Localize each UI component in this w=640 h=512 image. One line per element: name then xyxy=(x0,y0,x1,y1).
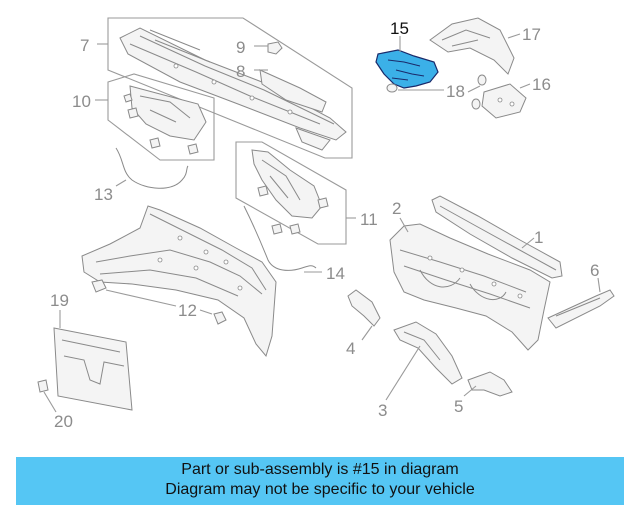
part-10-dash-reinforcement[interactable] xyxy=(107,73,215,161)
part-4-bracket[interactable] xyxy=(347,289,381,327)
part-18-grommet[interactable] xyxy=(386,74,487,110)
part-3-reinforcement[interactable] xyxy=(393,321,463,385)
part-9-clip[interactable] xyxy=(267,41,283,55)
part-11-panel[interactable] xyxy=(235,141,347,245)
callout-15[interactable]: 15 xyxy=(390,19,409,38)
banner-line-1: Part or sub-assembly is #15 in diagram xyxy=(181,461,459,478)
callout-11[interactable]: 11 xyxy=(360,210,378,229)
part-dash-panel-left[interactable] xyxy=(81,205,277,358)
part-15-fill xyxy=(375,49,439,89)
callout-13[interactable]: 13 xyxy=(94,185,113,204)
part-17-bracket[interactable] xyxy=(429,17,515,75)
callout-20[interactable]: 20 xyxy=(54,412,73,431)
part-13-hose[interactable] xyxy=(115,147,189,189)
callout-2[interactable]: 2 xyxy=(392,199,401,218)
callout-1[interactable]: 1 xyxy=(534,228,543,247)
callout-19[interactable]: 19 xyxy=(50,291,69,310)
callout-12[interactable]: 12 xyxy=(178,301,197,320)
part-12-clip[interactable] xyxy=(91,279,227,325)
parts-diagram: 7 9 8 10 13 11 14 xyxy=(37,17,615,431)
part-5-bracket[interactable] xyxy=(467,371,513,397)
callout-18[interactable]: 18 xyxy=(446,82,465,101)
part-19-insulator[interactable] xyxy=(53,327,133,411)
callout-14[interactable]: 14 xyxy=(326,264,345,283)
part-14-hose[interactable] xyxy=(243,205,317,271)
callout-5[interactable]: 5 xyxy=(454,397,463,416)
callout-6[interactable]: 6 xyxy=(590,261,599,280)
part-15-highlighted[interactable] xyxy=(375,49,439,89)
part-7-cowl-top-panel[interactable] xyxy=(107,17,353,159)
callout-7[interactable]: 7 xyxy=(80,36,89,55)
callout-3[interactable]: 3 xyxy=(378,401,387,420)
banner-line-2: Diagram may not be specific to your vehi… xyxy=(165,481,475,498)
info-banner: Part or sub-assembly is #15 in diagram D… xyxy=(16,457,624,505)
part-1-cowl-panel[interactable] xyxy=(431,195,563,279)
part-6-side-bracket[interactable] xyxy=(547,289,615,329)
callout-10[interactable]: 10 xyxy=(72,92,91,111)
callout-4[interactable]: 4 xyxy=(346,339,355,358)
callout-9[interactable]: 9 xyxy=(236,38,245,57)
callout-8[interactable]: 8 xyxy=(236,62,245,81)
callout-16[interactable]: 16 xyxy=(532,75,551,94)
part-2-dash-panel[interactable] xyxy=(389,223,551,351)
callout-17[interactable]: 17 xyxy=(522,25,541,44)
part-16-bracket[interactable] xyxy=(481,83,527,119)
part-20-clip[interactable] xyxy=(37,379,49,393)
